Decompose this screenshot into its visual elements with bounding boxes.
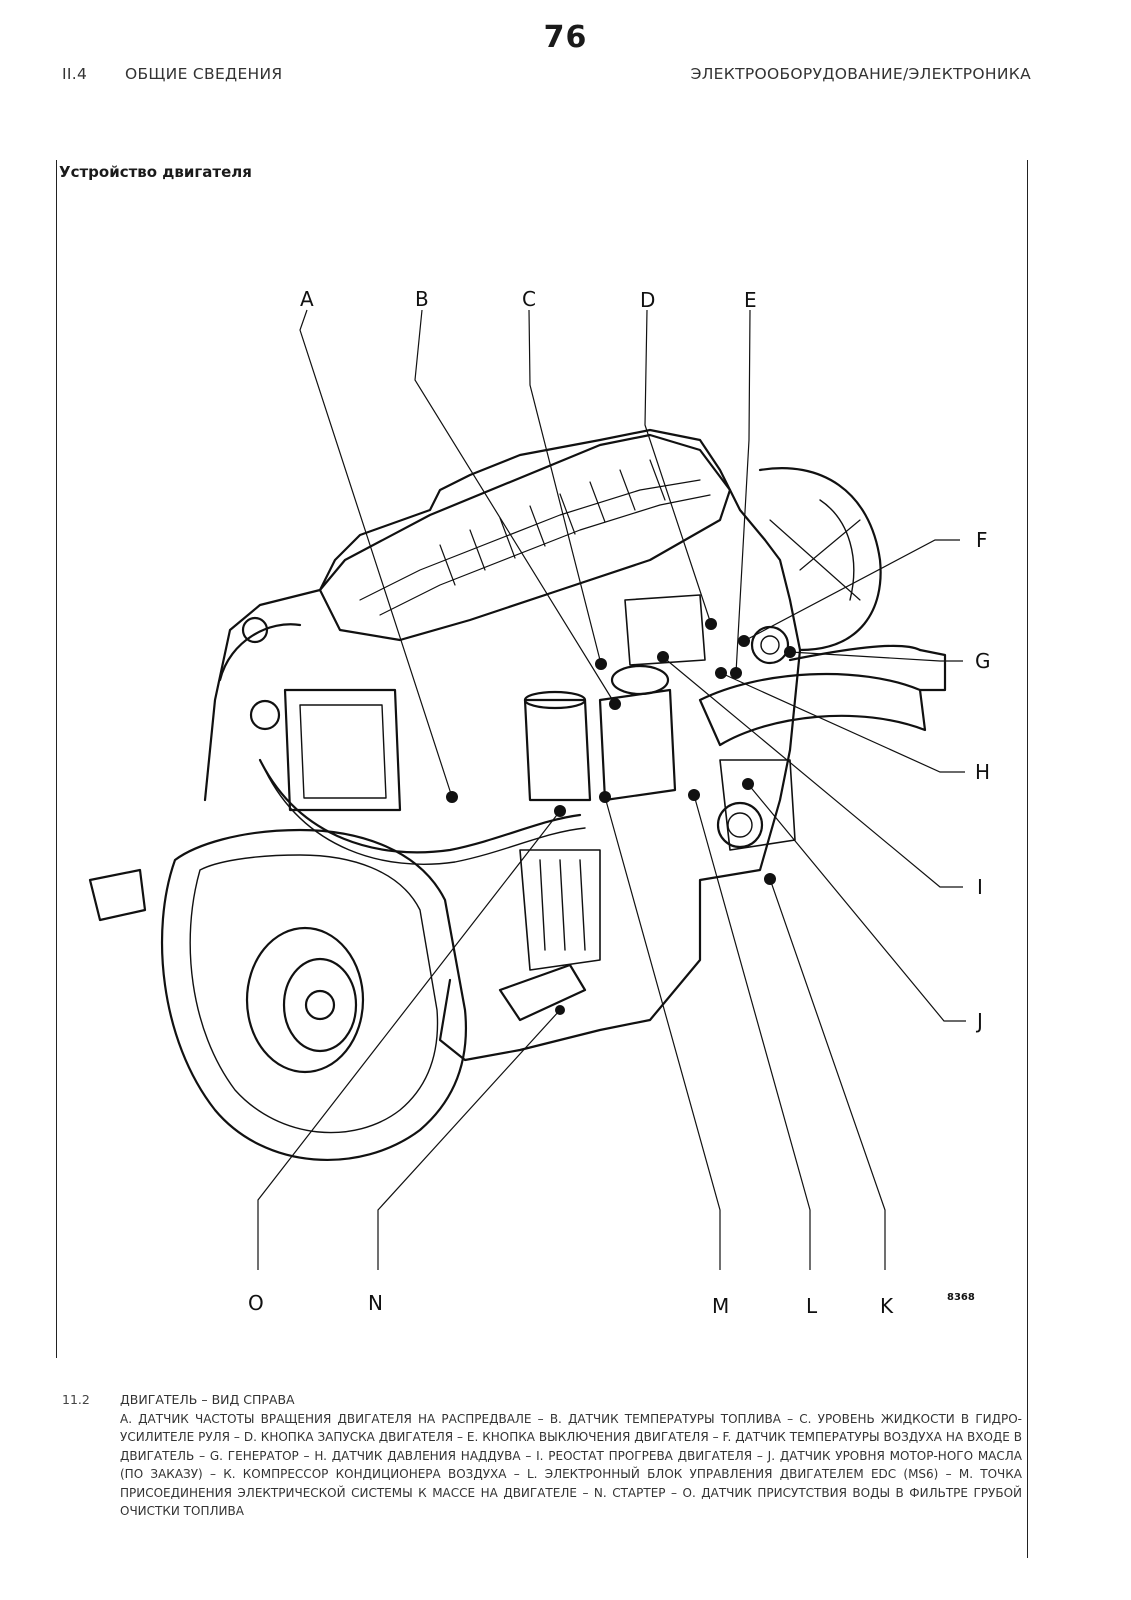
callout-dot-g xyxy=(784,646,796,658)
callout-letter-o: O xyxy=(248,1291,264,1315)
callout-dots xyxy=(446,618,796,1015)
section-code: II.4 xyxy=(62,65,88,83)
callout-dot-b xyxy=(609,698,621,710)
caption-number: 11.2 xyxy=(62,1392,90,1407)
callout-dot-a xyxy=(446,791,458,803)
figure-id: 8368 xyxy=(947,1292,975,1303)
frame-right-rule xyxy=(1027,160,1028,1558)
callout-letter-f: F xyxy=(976,528,988,552)
section-heading: Устройство двигателя xyxy=(59,163,252,181)
callout-dot-c xyxy=(595,658,607,670)
callout-dot-j xyxy=(742,778,754,790)
callout-dot-e xyxy=(730,667,742,679)
callout-letter-k: K xyxy=(880,1294,894,1318)
callout-dot-k xyxy=(764,873,776,885)
engine-figure: A B C D E F G H I J K L M N O 8368 xyxy=(88,287,991,1318)
callout-letter-d: D xyxy=(640,288,655,312)
callout-letter-m: M xyxy=(712,1294,729,1318)
callout-letter-c: C xyxy=(522,287,536,311)
callout-dot-l xyxy=(688,789,700,801)
callout-letter-n: N xyxy=(368,1291,383,1315)
caption-body: А. ДАТЧИК ЧАСТОТЫ ВРАЩЕНИЯ ДВИГАТЕЛЯ НА … xyxy=(120,1412,1022,1519)
chapter-title: ЭЛЕКТРООБОРУДОВАНИЕ/ЭЛЕКТРОНИКА xyxy=(690,65,1031,83)
callout-letter-i: I xyxy=(977,875,983,899)
callout-letter-a: A xyxy=(300,287,314,311)
callout-letter-g: G xyxy=(975,649,991,673)
callout-dot-i xyxy=(657,651,669,663)
callout-dot-f xyxy=(738,635,750,647)
callout-letter-h: H xyxy=(975,760,990,784)
callout-dot-o xyxy=(554,805,566,817)
caption-title: ДВИГАТЕЛЬ – ВИД СПРАВА xyxy=(120,1392,295,1407)
page-number: 76 xyxy=(543,20,588,55)
callout-dot-d xyxy=(705,618,717,630)
callout-letter-e: E xyxy=(744,288,757,312)
callout-letter-l: L xyxy=(806,1294,818,1318)
callout-dot-n xyxy=(555,1005,565,1015)
leader-lines xyxy=(257,309,966,1270)
callout-dot-h xyxy=(715,667,727,679)
callout-letter-b: B xyxy=(415,287,429,311)
engine-drawing xyxy=(88,428,947,1162)
callout-letter-j: J xyxy=(975,1009,983,1033)
callout-dot-m xyxy=(599,791,611,803)
frame-left-rule xyxy=(56,160,57,1358)
section-title: ОБЩИЕ СВЕДЕНИЯ xyxy=(125,65,283,83)
